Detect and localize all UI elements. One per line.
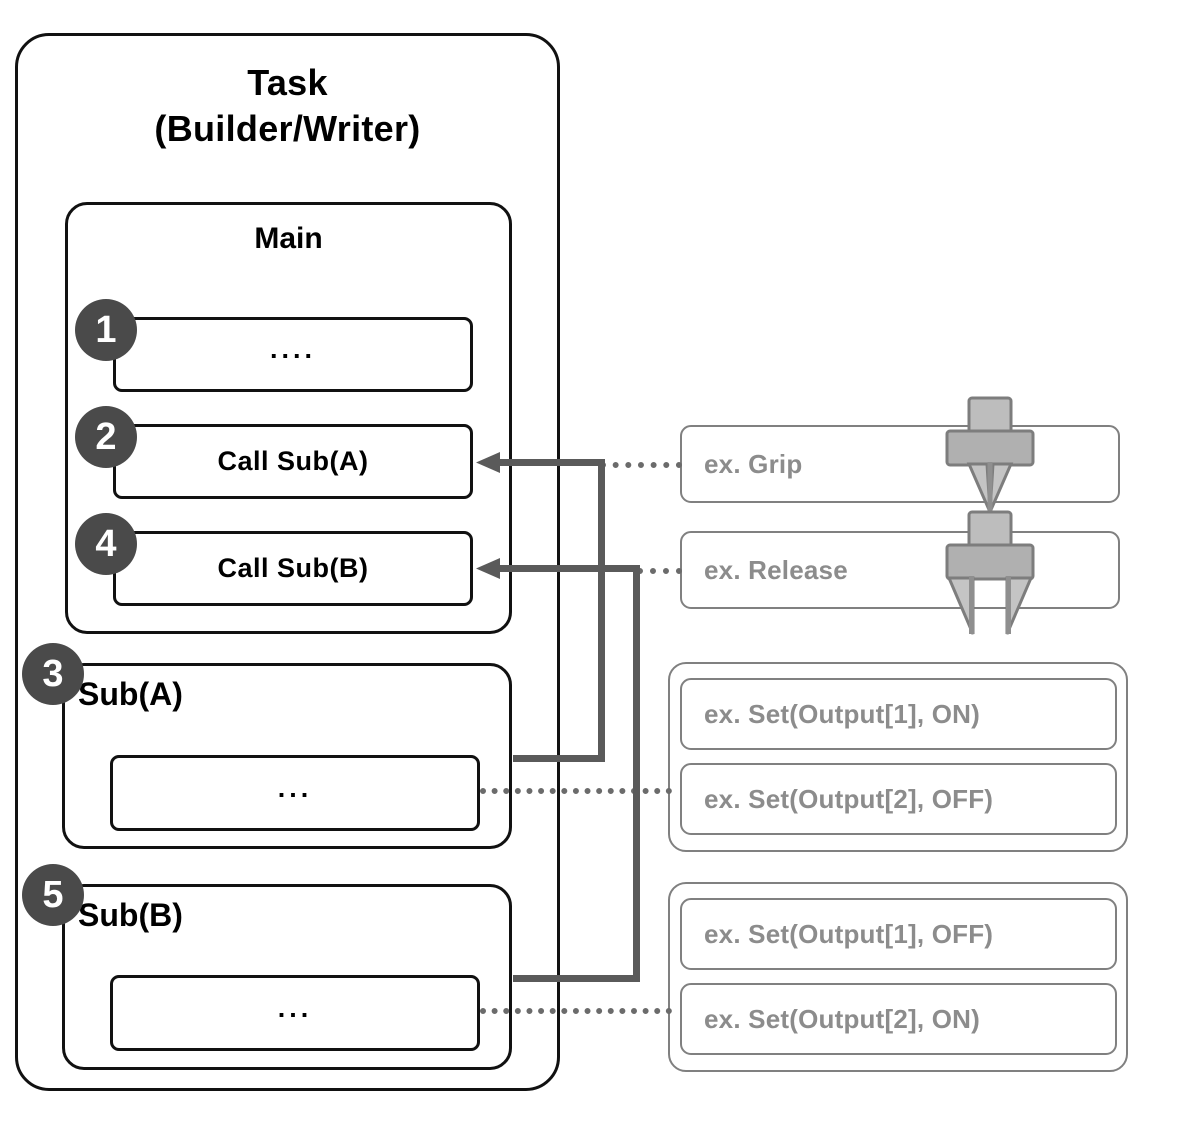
dotted-link-release: [637, 568, 682, 574]
main-step-4-box[interactable]: Call Sub(B): [113, 531, 473, 606]
sub-a-body-box[interactable]: ...: [110, 755, 480, 831]
step-badge-4-number: 4: [95, 523, 117, 565]
gripper-open-icon: [945, 510, 1035, 635]
step-badge-3: 3: [22, 643, 84, 705]
main-title: Main: [254, 222, 323, 255]
step-badge-2-number: 2: [95, 416, 117, 458]
step-badge-5-number: 5: [42, 874, 64, 916]
connector-a-vertical: [598, 459, 605, 759]
dotted-link-sub-b-outputs: [480, 1008, 672, 1014]
example-sub-a-output-2-box[interactable]: ex. Set(Output[2], OFF): [680, 763, 1117, 835]
step-badge-1-number: 1: [95, 309, 117, 351]
dotted-link-grip: [600, 462, 682, 468]
dotted-link-sub-a-outputs: [480, 788, 672, 794]
sub-a-body-label: ...: [277, 772, 313, 803]
main-step-2-label: Call Sub(A): [217, 446, 369, 476]
step-badge-3-number: 3: [42, 653, 64, 695]
example-sub-a-output-1-box[interactable]: ex. Set(Output[1], ON): [680, 678, 1117, 750]
connector-a-horizontal-top: [490, 459, 602, 466]
example-sub-b-output-1-box[interactable]: ex. Set(Output[1], OFF): [680, 898, 1117, 970]
connector-a-horizontal-bottom: [513, 755, 605, 762]
example-sub-a-output-2-label: ex. Set(Output[2], OFF): [704, 783, 994, 814]
example-release-label: ex. Release: [704, 554, 848, 585]
sub-b-body-box[interactable]: ...: [110, 975, 480, 1051]
gripper-closed-icon: [945, 396, 1035, 513]
sub-a-title: Sub(A): [78, 676, 183, 712]
example-sub-b-output-2-label: ex. Set(Output[2], ON): [704, 1003, 980, 1034]
step-badge-2: 2: [75, 406, 137, 468]
sub-b-body-label: ...: [277, 992, 313, 1023]
connector-b-horizontal-bottom: [513, 975, 640, 982]
example-grip-box[interactable]: ex. Grip: [680, 425, 1120, 503]
step-badge-5: 5: [22, 864, 84, 926]
example-sub-b-output-1-label: ex. Set(Output[1], OFF): [704, 918, 994, 949]
main-step-1-box[interactable]: ....: [113, 317, 473, 392]
task-title-line2: (Builder/Writer): [154, 108, 421, 149]
main-step-1-label: ....: [269, 334, 316, 364]
example-sub-b-output-2-box[interactable]: ex. Set(Output[2], ON): [680, 983, 1117, 1055]
example-release-box[interactable]: ex. Release: [680, 531, 1120, 609]
main-step-2-box[interactable]: Call Sub(A): [113, 424, 473, 499]
connector-b-horizontal-top: [490, 565, 638, 572]
step-badge-1: 1: [75, 299, 137, 361]
example-sub-a-output-1-label: ex. Set(Output[1], ON): [704, 698, 980, 729]
sub-b-title: Sub(B): [78, 897, 183, 933]
task-title: Task (Builder/Writer): [15, 60, 560, 152]
example-grip-label: ex. Grip: [704, 448, 803, 479]
task-title-line1: Task: [247, 62, 328, 103]
connector-b-vertical: [633, 565, 640, 981]
main-step-4-label: Call Sub(B): [217, 553, 369, 583]
step-badge-4: 4: [75, 513, 137, 575]
